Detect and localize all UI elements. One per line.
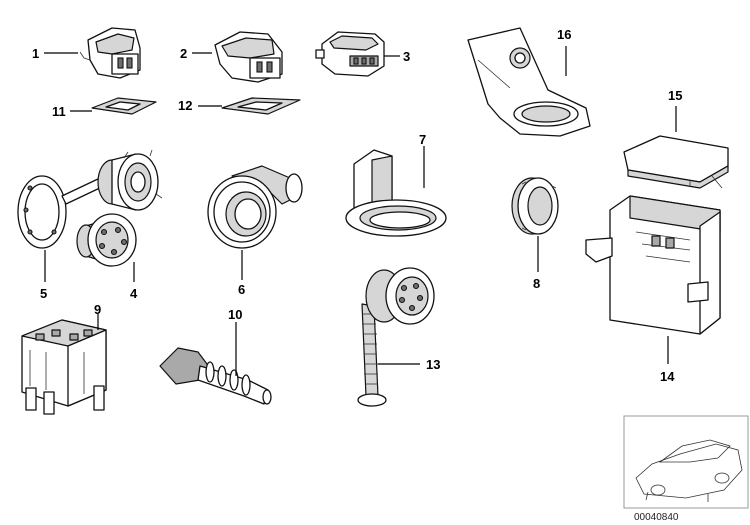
part-label-15: 15 <box>668 88 682 103</box>
box-housing-14-icon[interactable] <box>585 195 721 335</box>
part-label-3: 3 <box>403 49 410 64</box>
bracket-16-icon[interactable] <box>467 27 591 137</box>
relay-socket-9-icon[interactable] <box>21 319 107 415</box>
part-label-1: 1 <box>32 46 39 61</box>
reference-code: 00040840 <box>634 512 679 523</box>
cover-15-icon[interactable] <box>623 135 729 189</box>
part-label-14: 14 <box>660 369 675 384</box>
part-label-9: 9 <box>94 302 101 317</box>
part-label-2: 2 <box>180 46 187 61</box>
connector-3-icon[interactable] <box>315 31 385 77</box>
gasket-12-icon[interactable] <box>221 97 301 115</box>
round-connector-icon[interactable] <box>97 149 163 211</box>
car-thumbnail-icon[interactable] <box>623 415 749 509</box>
part-label-8: 8 <box>533 276 540 291</box>
connector-2-icon[interactable] <box>214 31 283 83</box>
connector-13-icon[interactable] <box>357 267 435 407</box>
plug-insert-4-icon[interactable] <box>76 213 137 267</box>
gasket-11-icon[interactable] <box>91 97 157 115</box>
grommet-10-icon[interactable] <box>159 347 272 405</box>
part-label-6: 6 <box>238 282 245 297</box>
connector-1-icon[interactable] <box>79 27 141 79</box>
part-label-7: 7 <box>419 132 426 147</box>
rubber-boot-6-icon[interactable] <box>207 165 303 249</box>
sealing-ring-5-icon[interactable] <box>17 175 105 249</box>
part-label-11: 11 <box>52 104 66 119</box>
part-label-10: 10 <box>228 307 242 322</box>
holder-7-icon[interactable] <box>345 149 447 237</box>
part-label-5: 5 <box>40 286 47 301</box>
part-label-4: 4 <box>130 286 138 301</box>
part-label-12: 12 <box>178 98 192 113</box>
union-nut-8-icon[interactable] <box>511 177 559 235</box>
part-label-16: 16 <box>557 27 571 42</box>
part-label-13: 13 <box>426 357 440 372</box>
